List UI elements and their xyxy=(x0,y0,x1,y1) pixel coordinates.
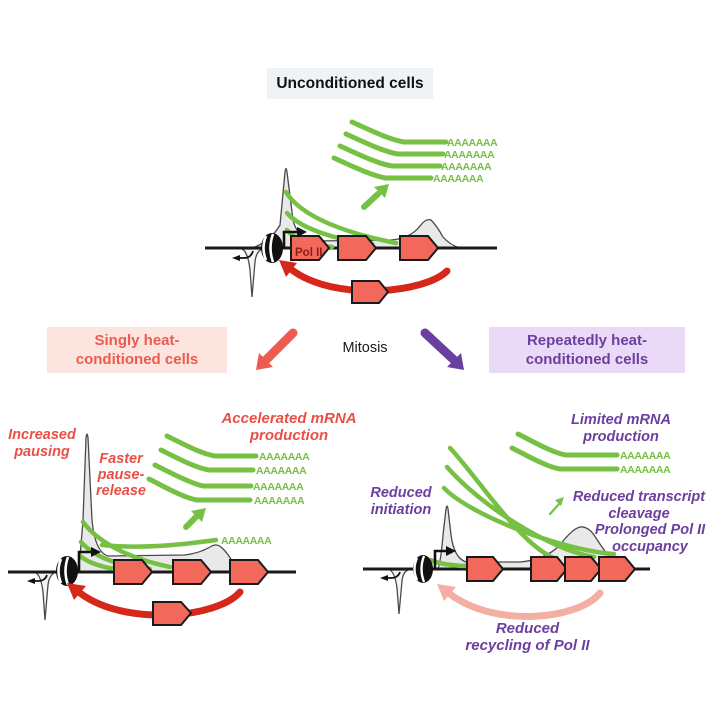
pol2-pentagon xyxy=(113,559,154,585)
polya-tail-label: AAAAAAA xyxy=(253,481,304,493)
pol2-pentagon xyxy=(399,235,440,261)
mitosis-label: Mitosis xyxy=(342,340,388,356)
mrna-strand xyxy=(337,143,443,169)
polya-tail-label: AAAAAAA xyxy=(254,495,305,507)
repeatedly-label: Repeatedly heat- conditioned cells xyxy=(525,332,649,368)
antisense-arrow xyxy=(380,571,401,581)
title-unconditioned-cells: Unconditioned cells xyxy=(267,68,433,99)
title-label: Unconditioned cells xyxy=(276,75,424,92)
mrna-export-arrow xyxy=(548,497,564,516)
nucleosome-icon xyxy=(56,556,78,586)
pol2-pentagon xyxy=(229,559,270,585)
cleaved-transcript xyxy=(99,537,219,549)
polya-tail-label: AAAAAAA xyxy=(259,451,310,463)
recycled-pol2-pentagon xyxy=(351,280,390,304)
antisense-arrow xyxy=(27,574,48,584)
singly-panel-gene-diagram: AAAAAAA AAAAAAA AAAAAAA AAAAAAA AAAAAAA xyxy=(8,433,310,626)
divergent-signal-spike xyxy=(33,572,57,621)
mrna-strand xyxy=(146,476,253,503)
repeatedly-panel-gene-diagram: AAAAAAA AAAAAAA xyxy=(363,431,671,620)
pol2-pentagon xyxy=(564,556,603,582)
reduced-recycling-arrow xyxy=(437,584,604,620)
polya-tail-label: AAAAAAA xyxy=(221,535,272,547)
pol2-label: Pol II xyxy=(295,247,322,259)
mrna-strand xyxy=(515,431,620,458)
annotation-faster-pause-release: Faster pause- release xyxy=(96,451,146,499)
annotation-accelerated-mrna-production: Accelerated mRNA production xyxy=(221,410,357,444)
polya-tail-label: AAAAAAA xyxy=(444,149,495,161)
mrna-strand xyxy=(152,462,254,489)
label-singly-conditioned-cells: Singly heat- conditioned cells xyxy=(47,327,227,373)
polya-tail-label: AAAAAAA xyxy=(441,161,492,173)
pol2-pentagon xyxy=(530,556,569,582)
tss-arrow xyxy=(282,227,307,248)
tss-arrow xyxy=(433,546,456,569)
tss-arrow xyxy=(77,547,101,571)
nascent-transcript xyxy=(444,464,597,560)
label-repeatedly-conditioned-cells: Repeatedly heat- conditioned cells xyxy=(489,327,685,373)
branch-arrow-singly xyxy=(256,328,298,370)
mrna-strand xyxy=(164,433,259,459)
nucleosome-icon xyxy=(413,555,433,583)
nascent-transcript xyxy=(447,445,559,562)
annotation-reduced-recycling: Reduced recycling of Pol II xyxy=(465,620,590,654)
mrna-export-arrow xyxy=(361,184,389,210)
annotation-prolonged-pol2-occupancy: Prolonged Pol II occupancy xyxy=(594,522,706,555)
top-panel-gene-diagram: AAAAAAA AAAAAAA AAAAAAA AAAAAAA Pol II xyxy=(205,119,498,304)
annotation-limited-mrna-production: Limited mRNA production xyxy=(571,412,671,445)
nucleosome-icon xyxy=(261,233,283,263)
annotation-reduced-transcript-cleavage: Reduced transcript cleavage xyxy=(572,489,706,522)
nascent-transcript xyxy=(427,557,471,569)
polya-tail-label: AAAAAAA xyxy=(447,137,498,149)
divergent-signal-spike xyxy=(241,248,263,298)
pol2-pentagon xyxy=(598,556,637,582)
nascent-transcript xyxy=(441,485,617,557)
mrna-strand xyxy=(158,447,256,473)
annotation-reduced-initiation: Reduced initiation xyxy=(370,485,432,518)
nascent-transcript xyxy=(283,189,399,246)
pol2-pentagon xyxy=(290,235,331,261)
branch-arrow-repeatedly xyxy=(420,328,464,370)
mrna-strand xyxy=(343,131,446,157)
annotation-increased-pausing: Increased pausing xyxy=(8,427,76,460)
mrna-export-arrow xyxy=(183,508,206,530)
nascent-transcript xyxy=(80,519,173,570)
mrna-strand xyxy=(509,445,620,472)
polya-tail-label: AAAAAAA xyxy=(433,173,484,185)
mrna-strand xyxy=(331,155,434,181)
polya-tail-label: AAAAAAA xyxy=(620,450,671,462)
divergent-signal-spike xyxy=(387,569,409,615)
pol2-pentagon xyxy=(466,556,505,582)
mrna-strand xyxy=(349,119,449,145)
polya-tail-label: AAAAAAA xyxy=(620,464,671,476)
singly-label: Singly heat- conditioned cells xyxy=(75,332,199,368)
pol2-pentagon xyxy=(337,235,378,261)
pol2-pentagon xyxy=(172,559,213,585)
antisense-arrow xyxy=(232,250,254,261)
polya-tail-label: AAAAAAA xyxy=(256,465,307,477)
recycled-pol2-pentagon xyxy=(152,601,193,626)
